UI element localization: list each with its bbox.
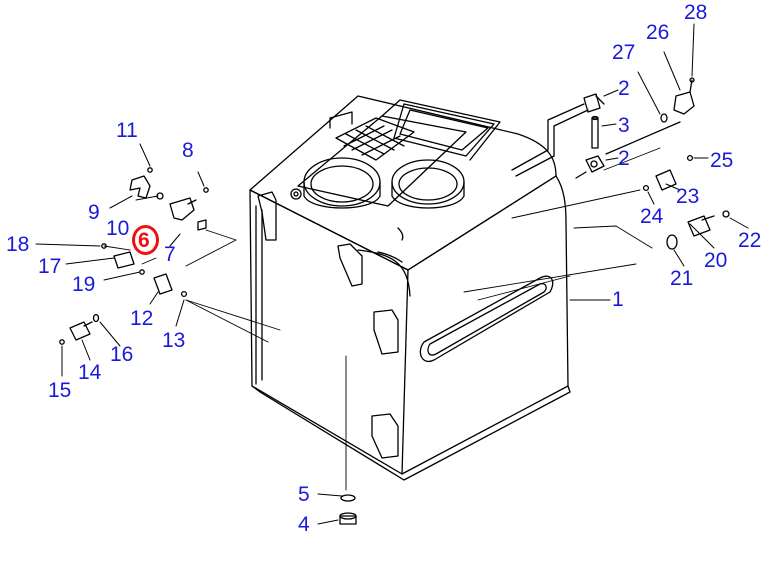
callout-15: 15 — [48, 379, 72, 402]
drain-parts — [339, 494, 357, 525]
tank-top-deck — [297, 99, 501, 207]
callout-11: 11 — [116, 119, 138, 142]
callout-21: 21 — [670, 267, 694, 290]
callout-9: 9 — [88, 201, 100, 224]
side-brackets — [257, 191, 399, 459]
callout-13: 13 — [162, 329, 186, 352]
callout-22: 22 — [738, 229, 762, 252]
callout-14: 14 — [78, 361, 102, 384]
left-fittings — [59, 167, 209, 345]
filler-openings — [290, 157, 465, 241]
callout-20: 20 — [704, 249, 728, 272]
callout-7: 7 — [164, 243, 176, 266]
callout-28: 28 — [684, 1, 708, 24]
leader-lines — [103, 147, 661, 491]
callout-17: 17 — [38, 255, 62, 278]
callout-10: 10 — [106, 217, 130, 240]
callout-6: 6 — [138, 229, 150, 252]
callout-leaders — [35, 23, 749, 525]
highlight-ring — [132, 225, 159, 255]
callout-8: 8 — [182, 139, 194, 162]
callout-23: 23 — [676, 185, 700, 208]
callout-1: 1 — [612, 288, 624, 311]
callout-4: 4 — [298, 513, 310, 536]
return-pipe — [511, 93, 681, 179]
right-fittings — [642, 77, 730, 250]
callout-26: 26 — [646, 21, 670, 44]
callout-24: 24 — [640, 205, 664, 228]
callout-25: 25 — [710, 149, 734, 172]
callout-19: 19 — [72, 273, 96, 296]
callout-5: 5 — [298, 483, 310, 506]
callout-2-upper: 2 — [618, 77, 630, 100]
callout-18: 18 — [6, 233, 30, 256]
callout-27: 27 — [612, 41, 636, 64]
callout-2-lower: 2 — [618, 147, 630, 170]
level-gauge-slot — [419, 275, 554, 363]
callout-16: 16 — [110, 343, 134, 366]
callout-12: 12 — [130, 307, 154, 330]
callout-3: 3 — [618, 114, 630, 137]
